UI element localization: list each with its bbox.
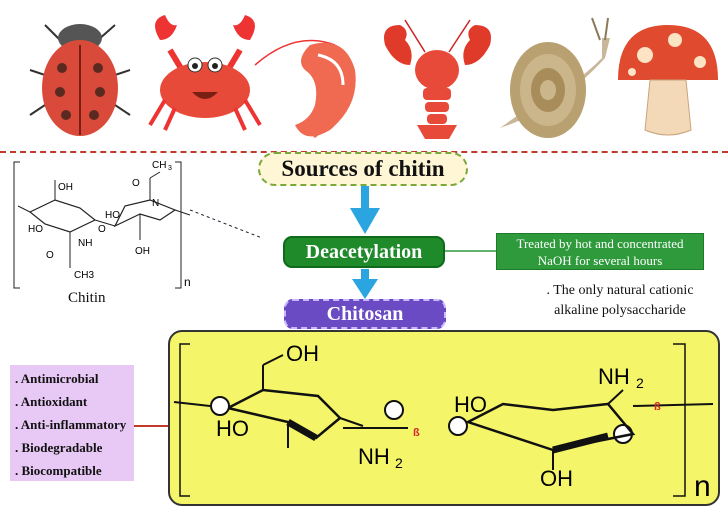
ladybug-icon	[29, 24, 131, 136]
beta-label: ß	[654, 401, 661, 413]
sources-of-chitin-box: Sources of chitin	[258, 152, 468, 186]
deacetylation-box: Deacetylation	[283, 236, 445, 268]
chitin-o-amide: O	[46, 250, 54, 261]
chitosan-nh2-bottom: NH	[358, 444, 390, 469]
note-line-1: . The only natural cationic	[546, 283, 694, 298]
property-item: . Biodegradable	[15, 440, 103, 455]
treatment-line-1: Treated by hot and concentrated	[516, 235, 684, 251]
chitin-ch-top-sub: 3	[168, 165, 172, 172]
chitosan-oh-bottom: OH	[540, 466, 573, 491]
sources-illustrations	[29, 15, 718, 139]
chitin-oh-top: OH	[58, 182, 73, 193]
chitin-ho-mid: HO	[105, 210, 120, 221]
chitin-n: N	[152, 198, 159, 209]
beta-label: ß	[413, 427, 420, 439]
properties-connector	[134, 425, 170, 427]
property-item: . Antioxidant	[15, 394, 88, 409]
note-line-2: alkaline polysaccharide	[554, 303, 686, 318]
chitosan-nh2-bottom-sub: 2	[395, 455, 403, 471]
chitin-o-top: O	[132, 178, 140, 189]
chitin-structure: OH HO NH O CH3 HO O O N CH 3 OH n	[13, 160, 260, 289]
properties-list: . Antimicrobial . Antioxidant . Anti-inf…	[10, 365, 134, 481]
treatment-line-2: NaOH for several hours	[537, 252, 663, 268]
chitosan-box: Chitosan	[284, 299, 446, 329]
property-item: . Biocompatible	[15, 463, 102, 478]
arrow-down-icon	[350, 186, 380, 234]
chitosan-ho-left: HO	[216, 416, 249, 441]
property-item: . Antimicrobial	[15, 371, 99, 386]
chitin-subscript: n	[184, 275, 191, 289]
property-item: . Anti-inflammatory	[15, 417, 127, 432]
crab-icon	[148, 15, 262, 131]
chitin-ch-top: CH	[152, 160, 166, 171]
chitosan-nh2-top: NH	[598, 364, 630, 389]
chitin-label: Chitin	[68, 290, 106, 306]
chitin-o-link: O	[98, 224, 106, 235]
chitin-ho-left: HO	[28, 224, 43, 235]
chitin-oh-bottom: OH	[135, 246, 150, 257]
chitosan-subscript: n	[694, 470, 711, 503]
mushroom-icon	[618, 25, 718, 136]
chitosan-nh2-top-sub: 2	[636, 375, 644, 391]
chitosan-note: . The only natural cationic alkaline pol…	[515, 281, 725, 321]
shrimp-icon	[254, 39, 356, 138]
flow-arrows	[350, 186, 380, 299]
chitosan-ho-mid: HO	[454, 392, 487, 417]
lobster-icon	[384, 19, 491, 139]
chitosan-structure-panel	[168, 330, 720, 506]
chitin-ch3-bottom: CH3	[74, 270, 94, 281]
chitosan-oh-top: OH	[286, 341, 319, 366]
chitin-nh: NH	[78, 238, 92, 249]
treatment-box: Treated by hot and concentrated NaOH for…	[496, 233, 704, 270]
connector-line	[445, 250, 497, 252]
chitosan-structure: OH HO NH 2 HO NH 2 OH ß ß n	[173, 341, 714, 503]
snail-icon	[500, 17, 610, 138]
arrow-down-icon	[352, 269, 378, 299]
